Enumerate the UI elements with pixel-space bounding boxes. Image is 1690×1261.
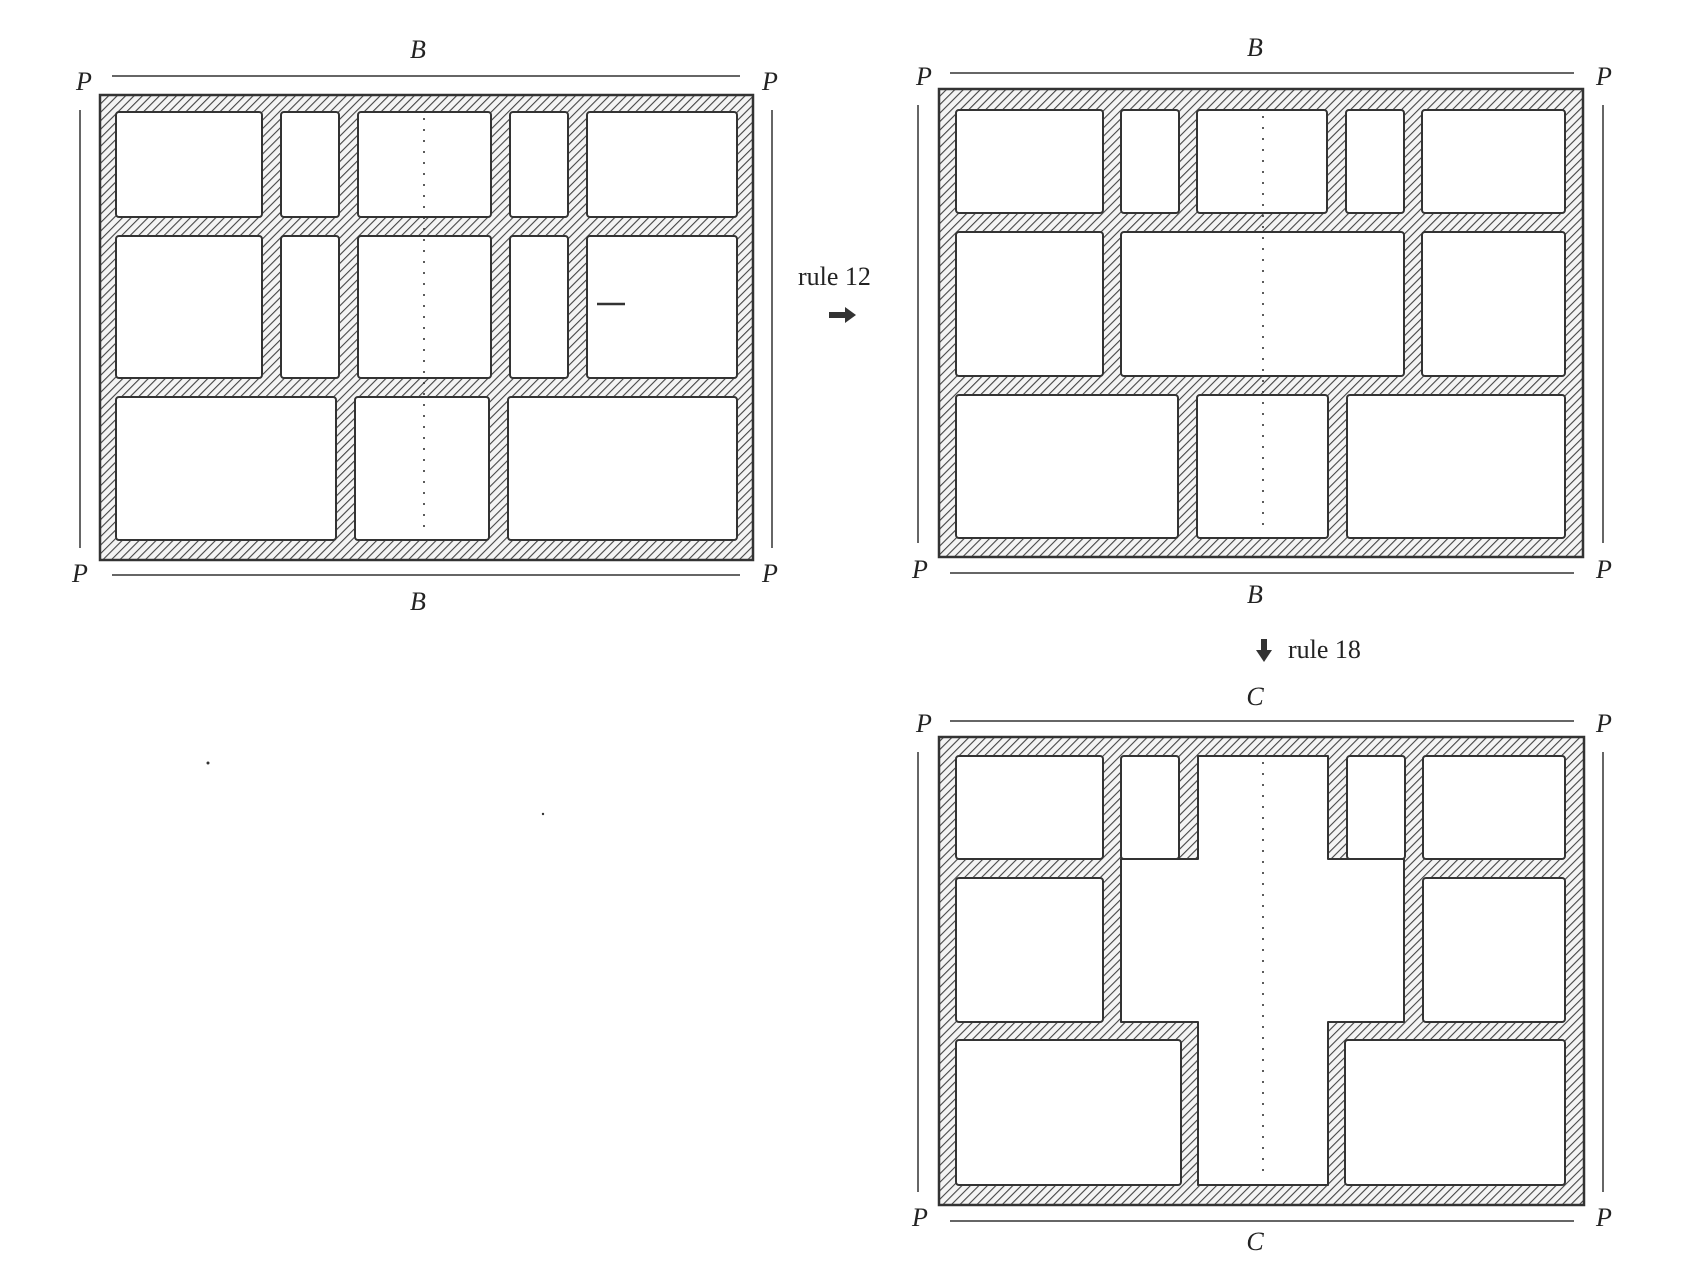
room — [280, 235, 340, 379]
panel-before: B B P P P P — [71, 35, 778, 616]
bottom-label: B — [410, 587, 426, 616]
right-arrow-icon — [829, 307, 856, 323]
dimension-lines — [79, 75, 773, 576]
corner-label: P — [915, 709, 932, 738]
panel-rule18-result: C C P P P P — [911, 682, 1612, 1256]
room — [1196, 394, 1329, 539]
room — [507, 396, 738, 541]
room — [357, 111, 492, 218]
room — [1346, 755, 1406, 860]
rooms — [955, 755, 1566, 1186]
bottom-label: B — [1247, 580, 1263, 609]
room — [1120, 109, 1180, 214]
top-label: C — [1246, 682, 1264, 711]
panel-rule12-result: B B P P P P — [911, 33, 1612, 609]
room — [1422, 755, 1566, 860]
room — [115, 235, 263, 379]
room — [955, 394, 1179, 539]
room — [586, 111, 738, 218]
room — [509, 235, 569, 379]
corner-label: P — [761, 559, 778, 588]
corner-label: P — [761, 67, 778, 96]
corner-label: P — [1595, 709, 1612, 738]
room — [955, 109, 1104, 214]
room — [354, 396, 490, 541]
corner-label: P — [911, 1203, 928, 1232]
room — [1421, 109, 1566, 214]
transition-rule-12: rule 12 — [798, 262, 871, 323]
corner-label: P — [911, 555, 928, 584]
corner-label: P — [75, 67, 92, 96]
rooms — [955, 109, 1566, 539]
room — [1345, 109, 1405, 214]
dimension-lines — [917, 720, 1604, 1222]
top-label: B — [410, 35, 426, 64]
room — [1421, 231, 1566, 377]
speck — [206, 761, 210, 765]
top-label: B — [1247, 33, 1263, 62]
corner-label: P — [915, 62, 932, 91]
room — [1344, 1039, 1566, 1186]
rule-label: rule 12 — [798, 262, 871, 291]
room — [115, 396, 337, 541]
corner-label: P — [71, 559, 88, 588]
room — [1120, 755, 1180, 860]
corner-label: P — [1595, 62, 1612, 91]
dimension-lines — [917, 72, 1604, 574]
room — [955, 231, 1104, 377]
room — [509, 111, 569, 218]
room — [586, 235, 738, 379]
room — [1346, 394, 1566, 539]
down-arrow-icon — [1256, 639, 1272, 662]
room — [955, 755, 1104, 860]
corner-label: P — [1595, 1203, 1612, 1232]
transition-rule-18: rule 18 — [1256, 635, 1361, 664]
room — [1196, 109, 1328, 214]
room — [955, 877, 1104, 1023]
central-hall — [1120, 755, 1405, 1186]
room — [280, 111, 340, 218]
room — [115, 111, 263, 218]
rule-label: rule 18 — [1288, 635, 1361, 664]
room — [1422, 877, 1566, 1023]
bottom-label: C — [1246, 1227, 1264, 1256]
speck — [541, 812, 545, 816]
room — [955, 1039, 1182, 1186]
rooms — [115, 111, 738, 541]
corner-label: P — [1595, 555, 1612, 584]
